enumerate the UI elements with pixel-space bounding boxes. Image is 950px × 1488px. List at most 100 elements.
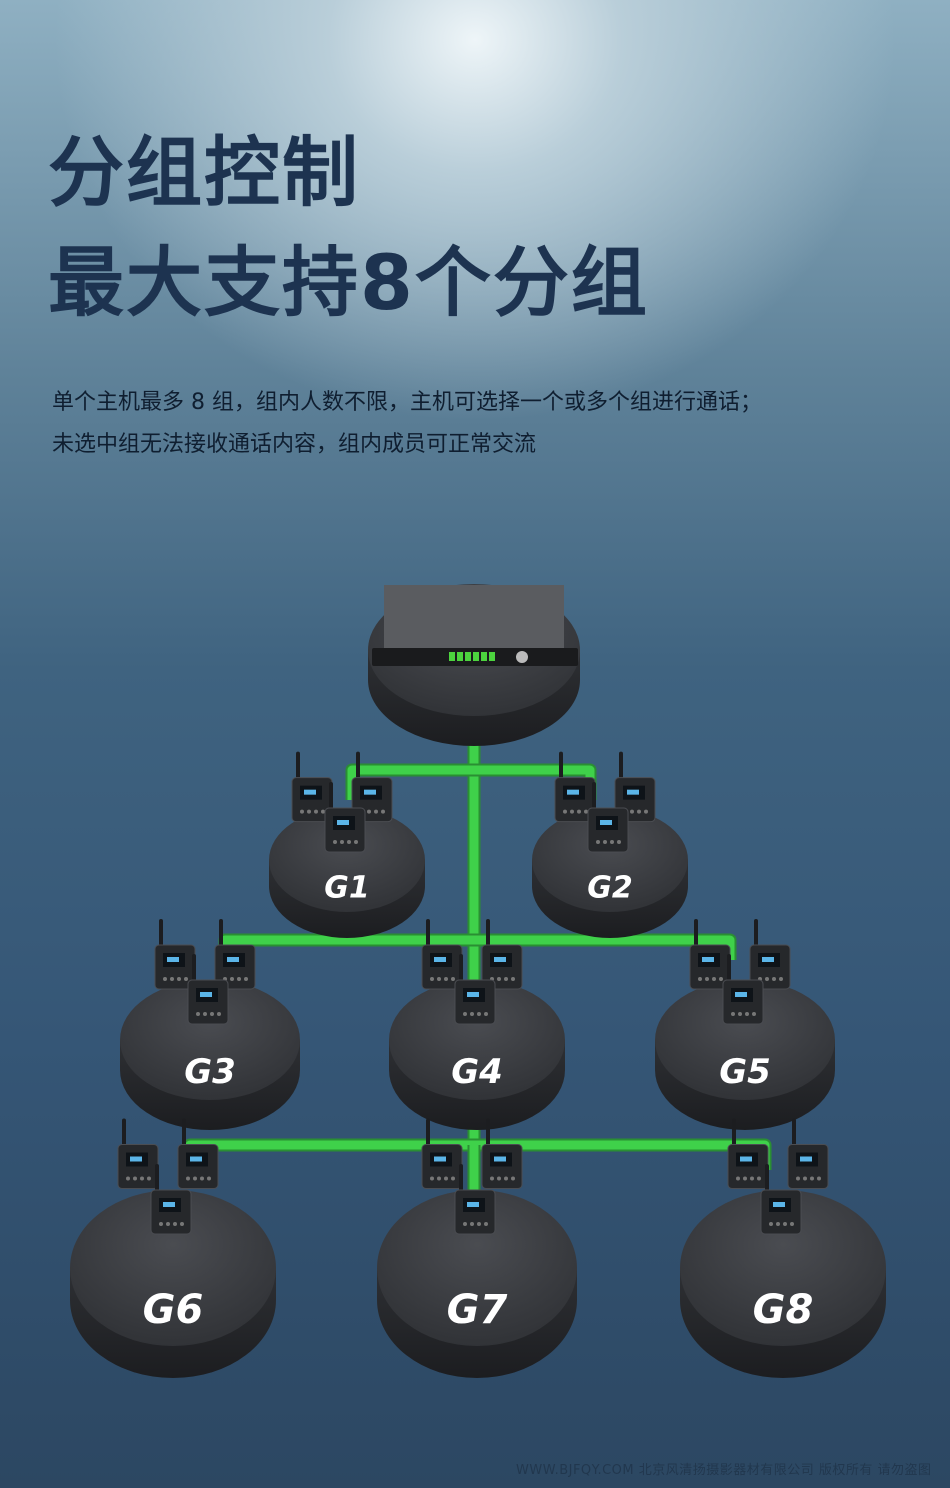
device-button — [490, 1176, 494, 1181]
group-label: G7 — [447, 1287, 508, 1333]
device-screen-text — [467, 1202, 479, 1207]
device-button — [736, 1176, 740, 1181]
device-button — [381, 809, 385, 814]
antenna — [459, 1164, 463, 1192]
device-button — [570, 809, 574, 814]
device-button — [203, 1012, 207, 1016]
antenna — [619, 751, 623, 780]
platform-top — [120, 980, 300, 1100]
antenna — [426, 919, 430, 947]
device-screen-text — [200, 992, 212, 997]
device-screen-text — [740, 1156, 752, 1162]
antenna — [727, 954, 731, 982]
device-button — [314, 809, 318, 814]
device-screen-text — [567, 789, 579, 795]
device-screen-text — [167, 957, 179, 962]
device-button — [750, 1176, 754, 1181]
device-button — [779, 977, 783, 981]
antenna — [219, 919, 223, 947]
device-screen-text — [163, 1202, 175, 1207]
antenna — [122, 1118, 126, 1147]
device-screen-text — [304, 789, 316, 795]
title-line-2: 最大支持8个分组 — [48, 238, 649, 327]
device-button — [321, 809, 325, 814]
description-line-2: 未选中组无法接收通话内容，组内成员可正常交流 — [52, 432, 537, 457]
device-button — [340, 840, 344, 844]
host-unit-top — [384, 585, 564, 655]
antenna — [486, 919, 490, 947]
description-line-1: 单个主机最多 8 组，组内人数不限，主机可选择一个或多个组进行通话； — [52, 390, 762, 415]
antenna — [765, 1164, 769, 1192]
host-platform — [368, 584, 580, 746]
device-screen-text — [494, 1156, 506, 1162]
antenna — [559, 751, 563, 780]
antenna — [792, 1118, 796, 1147]
group-platform-g5: G5 — [655, 919, 835, 1130]
host-display-segment — [473, 652, 479, 661]
device-button — [745, 1012, 749, 1016]
device-button — [757, 1176, 761, 1181]
device-button — [173, 1222, 177, 1226]
device-button — [177, 977, 181, 981]
device-button — [644, 809, 648, 814]
device-button — [147, 1176, 151, 1181]
antenna — [159, 919, 163, 947]
device-button — [354, 840, 358, 844]
device-button — [596, 840, 600, 844]
device-button — [803, 1176, 807, 1181]
host-display-segment — [457, 652, 463, 661]
group-platform-g2: G2 — [532, 751, 688, 938]
device-button — [470, 1012, 474, 1016]
device-button — [630, 809, 634, 814]
group-label: G8 — [753, 1287, 814, 1333]
antenna — [182, 1118, 186, 1147]
device-button — [617, 840, 621, 844]
group-label: G6 — [143, 1287, 204, 1333]
device-button — [347, 840, 351, 844]
host-knob — [516, 651, 528, 663]
device-button — [484, 1222, 488, 1226]
platform-top — [377, 1190, 577, 1346]
device-screen-text — [434, 1156, 446, 1162]
device-button — [207, 1176, 211, 1181]
device-button — [170, 977, 174, 981]
device-button — [511, 1176, 515, 1181]
device-screen-text — [762, 957, 774, 962]
device-button — [790, 1222, 794, 1226]
device-screen-text — [600, 820, 612, 825]
group-platform-g8: G8 — [680, 1118, 886, 1378]
group-label: G4 — [451, 1052, 503, 1092]
antenna — [732, 1118, 736, 1147]
device-button — [470, 1222, 474, 1226]
platform-top — [389, 980, 565, 1100]
device-button — [180, 1222, 184, 1226]
device-screen-text — [227, 957, 239, 962]
platform-top — [655, 980, 835, 1100]
device-button — [765, 977, 769, 981]
device-button — [210, 1012, 214, 1016]
group-platform-g6: G6 — [70, 1118, 276, 1378]
antenna — [329, 782, 333, 810]
antenna — [356, 751, 360, 780]
device-button — [796, 1176, 800, 1181]
device-button — [307, 809, 311, 814]
antenna — [192, 954, 196, 982]
group-platform-g4: G4 — [389, 919, 565, 1130]
link-lines — [183, 735, 772, 1200]
device-button — [300, 809, 304, 814]
device-button — [705, 977, 709, 981]
antenna — [426, 1118, 430, 1147]
group-platform-g1: G1 — [269, 751, 425, 938]
title-line-1: 分组控制 — [48, 128, 360, 217]
antenna — [694, 919, 698, 947]
device-button — [637, 809, 641, 814]
device-button — [712, 977, 716, 981]
platform-top — [70, 1190, 276, 1346]
device-button — [430, 1176, 434, 1181]
device-button — [196, 1012, 200, 1016]
device-button — [244, 977, 248, 981]
antenna — [155, 1164, 159, 1192]
device-button — [437, 1176, 441, 1181]
